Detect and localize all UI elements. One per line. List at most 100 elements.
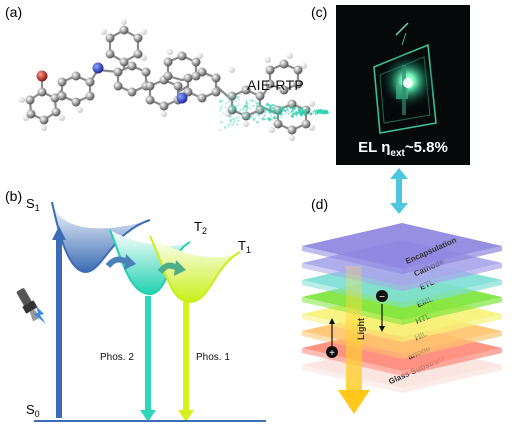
spray-dot [255,100,257,103]
spray-dot [257,108,260,112]
spray-dot [236,96,240,99]
spray-dot [279,113,283,116]
spray-dot [285,109,287,112]
caption-prefix: EL η [358,139,391,156]
spray-dot [230,110,233,113]
spray-dot [233,95,236,99]
spray-dot [226,108,229,110]
spray-dot [279,106,283,110]
device-photo-image [336,5,470,165]
spray-dot [308,109,311,112]
spray-dot [316,111,319,114]
spray-dot [287,109,289,112]
spray-dot [257,111,259,114]
spray-dot [305,108,308,111]
spray-dot [231,105,234,107]
spray-dot [314,113,317,115]
spray-dot [222,100,224,103]
spray-dot [231,103,234,106]
t1-well [149,235,241,304]
spray-dot [224,106,227,109]
spray-dot [246,108,249,111]
spray-dot [219,120,222,123]
spray-dot [322,111,325,113]
spray-dot [221,99,223,102]
el-efficiency-caption: EL ηext~5.8% [336,139,470,159]
label-phos2: Phos. 2 [100,352,134,363]
spray-dot [219,107,222,110]
oxygen-atom [36,70,48,82]
device-stack: Glass SubstrateanodeHILHTLEMLETLCathodeE… [302,223,502,414]
spray-dot [244,115,247,118]
spray-dot [231,105,233,108]
spray-dot [243,105,246,108]
panel-label-b: (b) [5,188,23,204]
aie-rtp-spray [218,94,329,132]
spray-dot [263,110,267,114]
spray-dot [297,109,299,112]
spray-dot [295,115,297,117]
spray-dot [291,112,295,116]
spray-dot [272,107,274,110]
spray-dot [220,121,223,124]
spray-dot [255,102,258,105]
spray-dot [244,117,247,120]
spray-dot [256,120,259,124]
spray-dot [219,99,222,102]
spray-dot [228,101,231,104]
hole-sign: + [329,348,335,359]
spray-dot [270,114,273,117]
spray-dot [237,104,240,107]
spray-dot [291,109,294,112]
spray-dot [273,113,275,115]
spray-dot [263,114,266,117]
nitrogen-atom-2 [176,92,188,104]
spray-dot [251,99,254,103]
spray-dot [266,117,270,120]
spray-dot [236,123,239,126]
spray-dot [252,117,256,121]
spray-dot [261,106,265,109]
spray-dot [249,98,252,102]
double-arrow [390,168,408,214]
spray-dot [228,109,231,112]
spray-dot [246,114,249,116]
panel-label-c: (c) [311,4,328,20]
device-photo: EL ηext~5.8% [336,5,470,165]
lightning-icon [34,306,46,324]
spray-dot [230,123,232,125]
spray-dot [304,114,306,116]
spray-dot [232,107,235,110]
spray-dot [266,108,269,111]
spray-dot [229,106,231,108]
spray-dot [229,111,231,113]
spray-dot [266,103,269,106]
spray-dot [256,104,259,107]
spray-dot [321,109,324,112]
spray-dot [235,116,238,120]
spray-dot [228,111,231,114]
spray-dot [247,117,251,120]
spray-dot [303,109,307,112]
spray-dot [276,110,279,114]
spray-dot [238,116,240,118]
spray-dot [297,107,300,110]
spray-dot [239,108,242,111]
spray-dot [233,120,236,123]
spray-dot [243,108,245,110]
spray-dot [245,101,249,105]
spray-dot [232,105,236,108]
spray-dot [292,115,294,117]
spray-dot [218,110,222,113]
spray-dot [301,111,304,113]
spray-dot [238,98,240,101]
light-beam [346,266,362,396]
spray-dot [323,112,326,115]
spray-dot [250,113,253,116]
aie-rtp-label: AIE-RTP [247,77,305,93]
spray-dot [291,106,295,110]
molecule-diagram [19,19,315,141]
label-s0: S0 [26,402,40,419]
spray-dot [289,107,292,109]
excitation-arrow [56,238,62,418]
